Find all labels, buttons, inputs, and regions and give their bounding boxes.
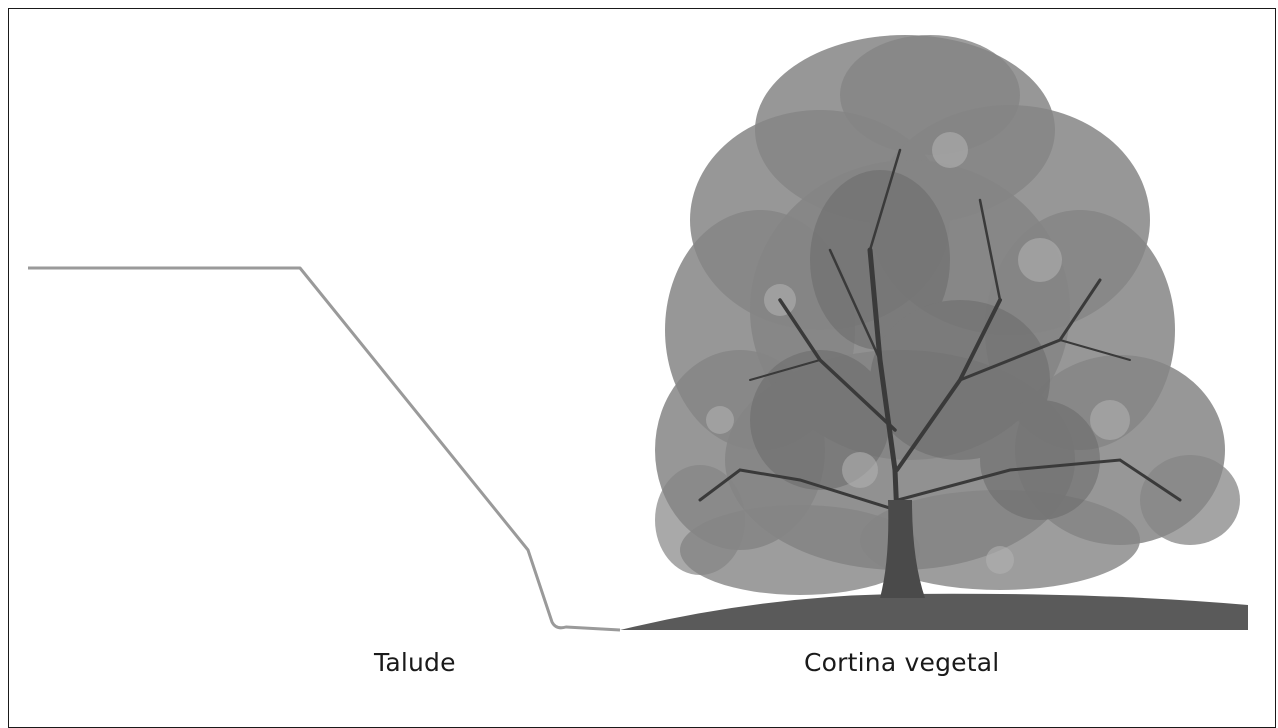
slope-profile-line [28, 268, 620, 630]
slope-label: Talude [374, 648, 456, 677]
vegetation-curtain-label: Cortina vegetal [804, 648, 999, 677]
diagram-scene [0, 0, 1278, 713]
ground-mound [620, 594, 1248, 630]
tree-illustration [655, 35, 1240, 598]
